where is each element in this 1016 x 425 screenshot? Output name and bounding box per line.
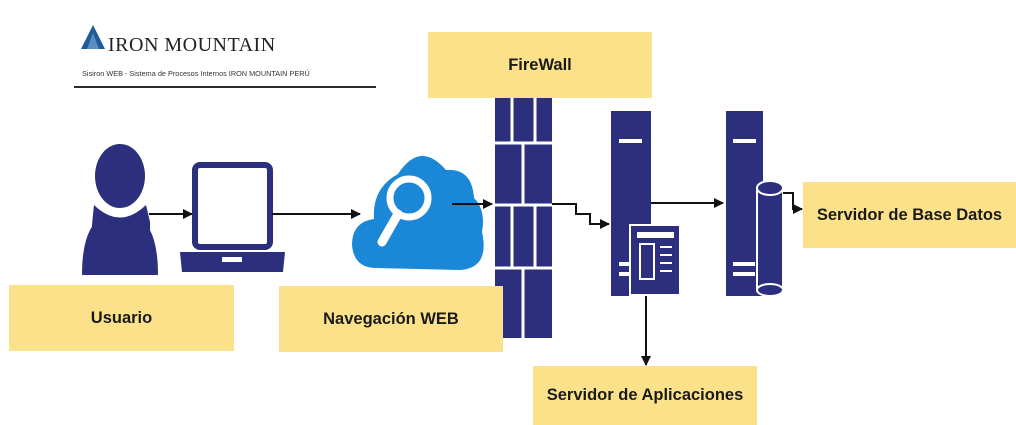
brand-subtitle: Sisiron WEB - Sistema de Procesos Intern… xyxy=(82,69,310,78)
logo-banner xyxy=(74,10,376,88)
laptop-icon xyxy=(180,162,285,272)
app-server-label: Servidor de Aplicaciones xyxy=(533,366,757,425)
database-server-icon xyxy=(726,111,784,297)
application-server-icon xyxy=(611,111,681,296)
arrow-db-to-db-label xyxy=(783,192,803,214)
cloud-search-icon xyxy=(352,155,484,270)
iron-mountain-triangle-icon xyxy=(81,25,105,49)
db-server-label: Servidor de Base Datos xyxy=(803,182,1016,248)
arrow-firewall-to-app-server xyxy=(552,203,610,229)
firewall-label: FireWall xyxy=(428,32,652,98)
user-label: Usuario xyxy=(9,285,234,351)
user-icon xyxy=(82,144,158,275)
brand-name: IRON MOUNTAIN xyxy=(108,34,276,56)
firewall-icon xyxy=(495,96,552,338)
web-navigation-label: Navegación WEB xyxy=(279,286,503,352)
